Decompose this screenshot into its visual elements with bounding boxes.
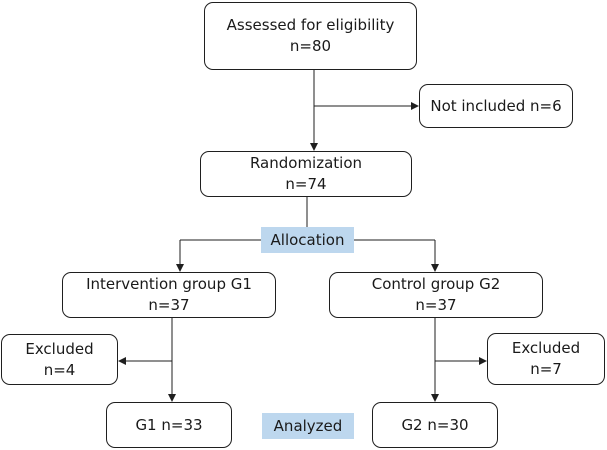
intervention-title: Intervention group G1: [86, 275, 252, 293]
arrowhead-g2: [431, 394, 439, 402]
intervention-count: n=37: [148, 296, 190, 314]
not-included-box: Not included n=6: [419, 84, 573, 128]
intervention-group-box: Intervention group G1 n=37: [62, 272, 276, 318]
excluded-left-title: Excluded: [25, 339, 94, 358]
g2-result-text: G2 n=30: [401, 415, 469, 434]
arrowhead-randomization: [310, 143, 318, 151]
arrowhead-intervention: [176, 264, 184, 272]
arrowhead-control: [431, 264, 439, 272]
excluded-right-title: Excluded: [511, 339, 581, 357]
arrowhead-not-included: [411, 102, 419, 110]
arrowhead-g1: [168, 394, 176, 402]
randomization-title: Randomization: [249, 154, 363, 172]
randomization-count: n=74: [285, 175, 327, 193]
allocation-label: Allocation: [261, 227, 354, 253]
not-included-text: Not included n=6: [430, 96, 562, 115]
analyzed-label: Analyzed: [262, 413, 354, 439]
arrowhead-excluded-right: [479, 357, 487, 365]
g1-result-text: G1 n=33: [135, 415, 203, 434]
eligibility-box: Assessed for eligibility n=80: [204, 2, 417, 70]
excluded-left-count: n=4: [43, 360, 76, 379]
excluded-left-box: Excluded n=4: [1, 334, 118, 385]
control-count: n=37: [415, 296, 457, 314]
arrowhead-excluded-left: [118, 357, 126, 365]
eligibility-title: Assessed for eligibility: [226, 16, 395, 34]
excluded-right-box: Excluded n=7: [487, 333, 605, 385]
eligibility-count: n=80: [289, 37, 332, 55]
g1-result-box: G1 n=33: [106, 402, 232, 448]
randomization-box: Randomization n=74: [200, 151, 412, 197]
control-group-box: Control group G2 n=37: [329, 272, 543, 318]
g2-result-box: G2 n=30: [372, 402, 498, 448]
control-title: Control group G2: [371, 275, 501, 293]
excluded-right-count: n=7: [530, 360, 562, 378]
